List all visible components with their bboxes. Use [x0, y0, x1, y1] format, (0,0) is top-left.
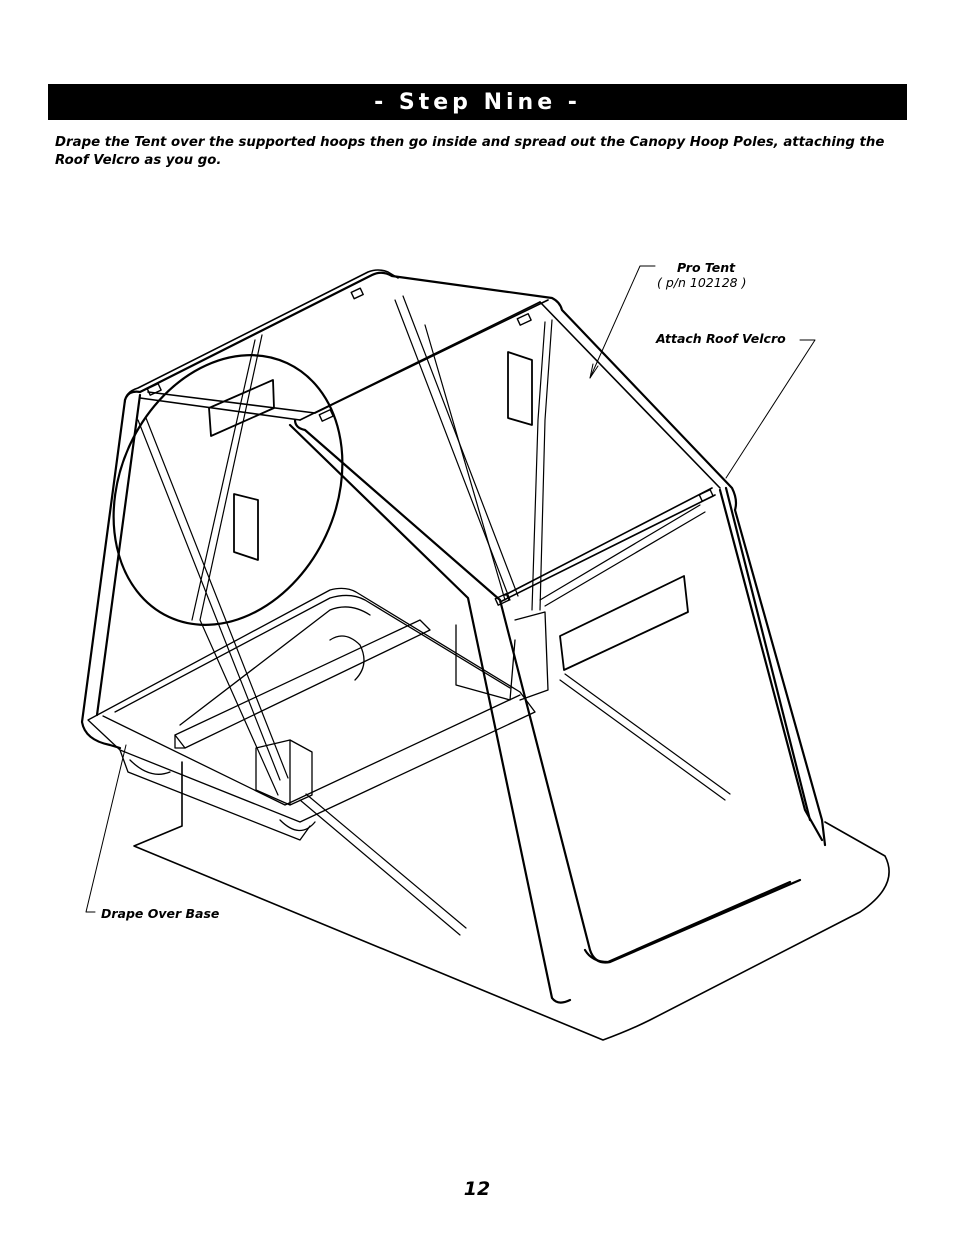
roof-hoop-poles	[124, 269, 721, 603]
callout-pro-tent-part-number: ( p/n 102128 )	[657, 275, 747, 290]
rear-brace-bracket	[255, 611, 549, 806]
step-instructions: Drape the Tent over the supported hoops …	[55, 135, 885, 168]
page-number: 12	[463, 1178, 491, 1200]
step-title: - Step Nine -	[374, 89, 581, 115]
step-header-bar: - Step Nine -	[48, 84, 907, 120]
callout-pro-tent: Pro Tent	[677, 260, 736, 275]
tent-window-panels	[208, 351, 689, 671]
tent-base	[87, 587, 536, 841]
callout-attach-roof-velcro: Attach Roof Velcro	[656, 331, 786, 346]
detail-circle	[112, 354, 344, 626]
callout-leaders	[85, 265, 816, 913]
velcro-tabs	[146, 287, 714, 606]
canopy-hoop-poles	[137, 295, 731, 936]
callout-drape-over-base: Drape Over Base	[101, 906, 220, 921]
ground-mat	[133, 761, 890, 1041]
tent-front-panel	[288, 418, 824, 1004]
